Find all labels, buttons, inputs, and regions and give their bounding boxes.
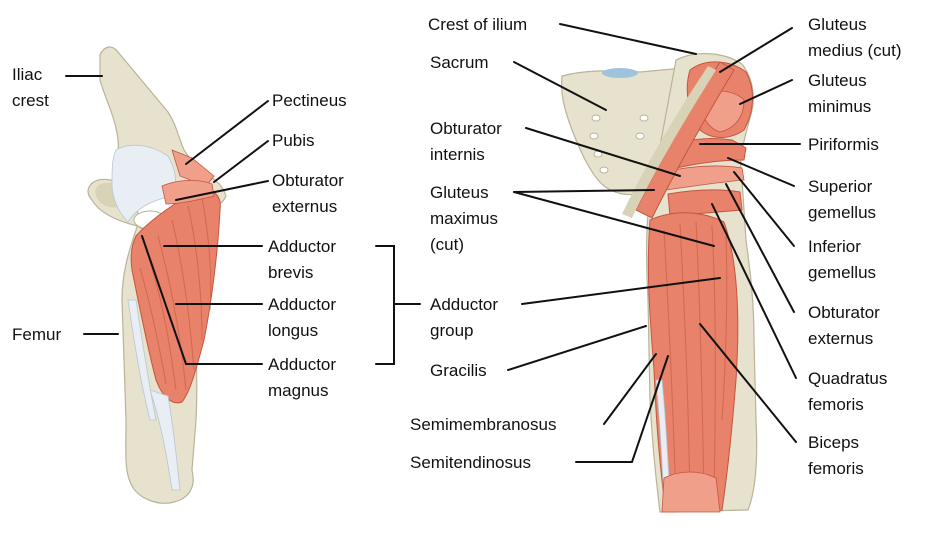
- leader-crest-of-ilium: [560, 24, 696, 54]
- sacral-cartilage: [602, 68, 638, 78]
- label-inferior-gemellus-line2: gemellus: [808, 263, 876, 282]
- label-gluteus-medius-line2: medius (cut): [808, 41, 902, 60]
- label-gluteus-maximus-line1: Gluteus: [430, 183, 489, 202]
- label-iliac-crest-line1: Iliac: [12, 65, 43, 84]
- label-inferior-gemellus-line1: Inferior: [808, 237, 861, 256]
- label-adductor-group-line1: Adductor: [430, 295, 498, 314]
- label-adductor-longus-line2: longus: [268, 321, 318, 340]
- label-obturator-internis-line2: internis: [430, 145, 485, 164]
- label-adductor-magnus-line1: Adductor: [268, 355, 336, 374]
- label-biceps-femoris-line1: Biceps: [808, 433, 859, 452]
- leader-gracilis: [508, 326, 646, 370]
- label-adductor-group-line2: group: [430, 321, 473, 340]
- label-semimembranosus: Semimembranosus: [410, 415, 556, 434]
- labels-center: Crest of ilium Sacrum Obturator internis…: [410, 15, 556, 472]
- label-quadratus-femoris-line2: femoris: [808, 395, 864, 414]
- label-biceps-femoris-line2: femoris: [808, 459, 864, 478]
- label-femur: Femur: [12, 325, 61, 344]
- label-obturator-externus-left-line1: Obturator: [272, 171, 344, 190]
- label-gluteus-minimus-line1: Gluteus: [808, 71, 867, 90]
- label-adductor-brevis-line1: Adductor: [268, 237, 336, 256]
- label-gluteus-maximus-line2: maximus: [430, 209, 498, 228]
- label-adductor-brevis-line2: brevis: [268, 263, 313, 282]
- label-pubis: Pubis: [272, 131, 315, 150]
- label-gluteus-medius-line1: Gluteus: [808, 15, 867, 34]
- adductor-bracket: [376, 246, 420, 364]
- label-quadratus-femoris-line1: Quadratus: [808, 369, 887, 388]
- posterior-hip-illustration: [562, 54, 757, 512]
- label-superior-gemellus-line2: gemellus: [808, 203, 876, 222]
- hamstring-group: [648, 213, 737, 512]
- label-sacrum: Sacrum: [430, 53, 489, 72]
- label-adductor-longus-line1: Adductor: [268, 295, 336, 314]
- label-obturator-externus-right-line1: Obturator: [808, 303, 880, 322]
- labels-right: Gluteus medius (cut) Gluteus minimus Pir…: [808, 15, 902, 478]
- label-obturator-externus-right-line2: externus: [808, 329, 873, 348]
- label-pectineus: Pectineus: [272, 91, 347, 110]
- anterior-thigh-illustration: [88, 47, 226, 503]
- label-superior-gemellus-line1: Superior: [808, 177, 873, 196]
- label-crest-of-ilium: Crest of ilium: [428, 15, 527, 34]
- label-iliac-crest-line2: crest: [12, 91, 49, 110]
- label-semitendinosus: Semitendinosus: [410, 453, 531, 472]
- label-gracilis: Gracilis: [430, 361, 487, 380]
- leader-gluteus-medius: [720, 28, 792, 72]
- label-obturator-internis-line1: Obturator: [430, 119, 502, 138]
- label-obturator-externus-left-line2: externus: [272, 197, 337, 216]
- label-gluteus-minimus-line2: minimus: [808, 97, 871, 116]
- leader-pubis: [214, 141, 268, 182]
- label-piriformis: Piriformis: [808, 135, 879, 154]
- label-gluteus-maximus-line3: (cut): [430, 235, 464, 254]
- label-adductor-magnus-line2: magnus: [268, 381, 328, 400]
- leader-pectineus: [186, 101, 268, 164]
- knee-muscle-heads: [662, 472, 720, 512]
